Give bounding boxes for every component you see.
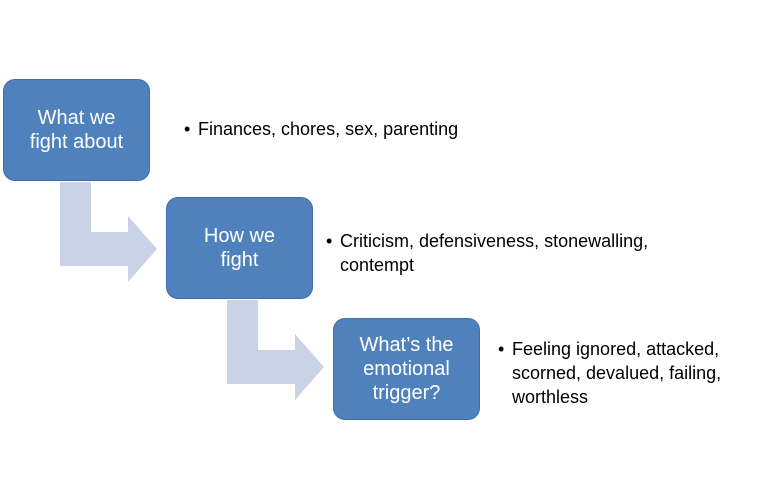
bent-arrow-2 <box>227 300 324 400</box>
bullet-dot: • <box>184 119 191 139</box>
step-box-emotional-trigger: What’s the emotional trigger? <box>333 318 480 420</box>
bullet-what-we-fight-about: • Finances, chores, sex, parenting <box>184 117 584 141</box>
bullet-dot: • <box>498 339 505 359</box>
bent-arrow-1 <box>60 182 157 282</box>
bullet-text: Finances, chores, sex, parenting <box>198 119 459 139</box>
step-box-what-we-fight-about: What we fight about <box>3 79 150 181</box>
bullet-text: Feeling ignored, attacked, scorned, deva… <box>512 339 722 407</box>
bullet-text: Criticism, defensiveness, stonewalling, … <box>340 231 649 275</box>
bullet-dot: • <box>326 231 333 251</box>
bullet-emotional-trigger: • Feeling ignored, attacked, scorned, de… <box>498 337 760 409</box>
step-box-how-we-fight: How we fight <box>166 197 313 299</box>
bullet-how-we-fight: • Criticism, defensiveness, stonewalling… <box>326 229 726 277</box>
